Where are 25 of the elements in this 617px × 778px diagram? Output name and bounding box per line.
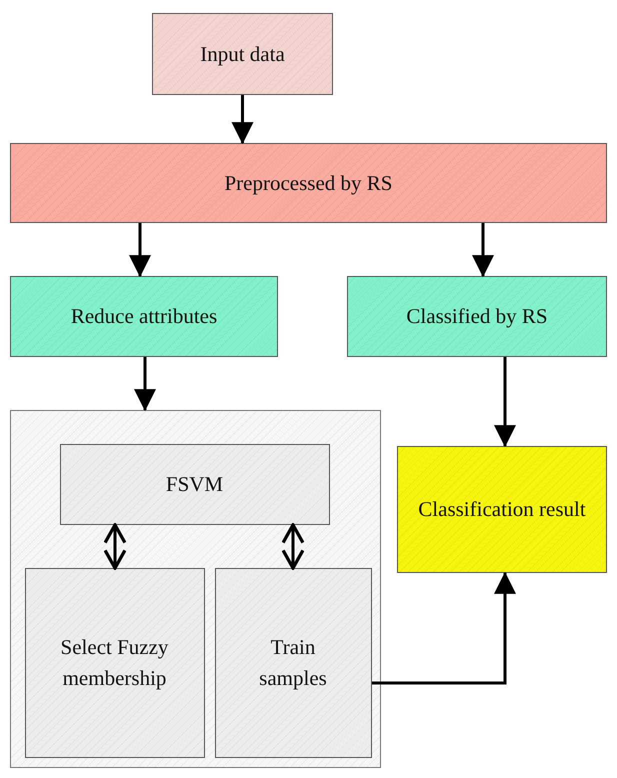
node-label: Classified by RS — [405, 303, 549, 330]
node-label: Classification result — [417, 496, 587, 524]
arrow — [232, 95, 254, 144]
process-box — [60, 444, 330, 524]
arrow — [129, 223, 151, 278]
arrow — [372, 572, 516, 684]
group-box — [10, 410, 381, 768]
node-label: Reduce attributes — [70, 303, 218, 330]
node-label: Select Fuzzy membership — [60, 634, 170, 692]
arrow — [472, 223, 494, 278]
process-box — [10, 276, 278, 357]
process-box — [152, 13, 333, 95]
result-box — [397, 446, 607, 573]
node-label: Input data — [199, 40, 286, 68]
process-box — [347, 276, 607, 357]
process-box — [24, 568, 204, 758]
node-label: Preprocessed by RS — [224, 170, 394, 197]
arrow — [281, 523, 305, 570]
process-box — [10, 143, 607, 223]
arrow — [103, 523, 127, 570]
node-label: FSVM — [164, 470, 224, 498]
node-label: Train samples — [258, 634, 328, 692]
arrow — [494, 357, 516, 448]
arrow — [134, 357, 156, 412]
process-box — [214, 568, 372, 758]
